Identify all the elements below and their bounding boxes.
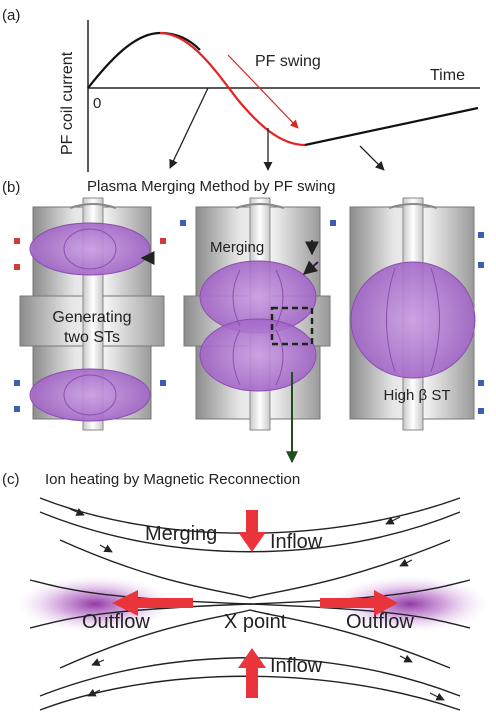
panel-a-label: (a) (2, 7, 20, 24)
device-generating: Generating two STs (14, 197, 166, 431)
merging-caption: Merging (210, 239, 264, 256)
panel-b-label: (b) (2, 179, 20, 196)
plasma-merging-lower (199, 318, 317, 392)
pointer-arrow-right (359, 145, 385, 171)
y-axis-label: PF coil current (59, 51, 76, 155)
outflow-arrow-right (320, 590, 398, 616)
x-axis-label: Time (430, 67, 465, 84)
inflow-bottom-label: Inflow (270, 655, 323, 677)
pointer-arrow-left (169, 87, 209, 169)
generating-caption-1: Generating (52, 309, 131, 326)
current-curve-rise (87, 31, 201, 89)
current-curve-flat (304, 106, 479, 147)
panel-c-label: (c) (2, 471, 20, 488)
high-beta-caption: High β ST (384, 387, 451, 404)
pf-swing-label: PF swing (255, 53, 321, 70)
panel-c-title: Ion heating by Magnetic Reconnection (45, 471, 300, 488)
plasma-high-beta-st (350, 261, 476, 379)
panel-b-title: Plasma Merging Method by PF swing (87, 178, 335, 195)
panel-a: (a) PF coil current Time 0 PF swing (2, 7, 480, 172)
outflow-left-label: Outflow (82, 611, 150, 633)
plasma-lower-st (29, 368, 151, 422)
inflow-arrow-bottom (238, 648, 266, 698)
merging-label: Merging (145, 523, 217, 545)
device-high-beta: High β ST (349, 197, 484, 431)
outflow-glow-right (332, 576, 488, 632)
current-curve-swing (159, 31, 306, 147)
device-merging: Merging (180, 197, 336, 464)
pf-swing-arrow (227, 54, 299, 129)
outflow-glow-left (17, 576, 173, 632)
panel-b: (b) Plasma Merging Method by PF swing Ge… (2, 178, 484, 464)
outflow-arrow-left (112, 590, 193, 616)
panel-c: (c) Ion heating by Magnetic Reconnection (2, 471, 488, 711)
outflow-right-label: Outflow (346, 611, 414, 633)
field-line-arrows (69, 508, 445, 701)
x-point-label: X point (224, 611, 287, 633)
origin-label: 0 (93, 95, 101, 112)
generating-caption-2: two STs (64, 329, 120, 346)
plasma-upper-st (29, 222, 151, 276)
reconnection-zoom-box (270, 306, 314, 346)
inflow-arrow-top (238, 510, 266, 552)
inflow-top-label: Inflow (270, 531, 323, 553)
